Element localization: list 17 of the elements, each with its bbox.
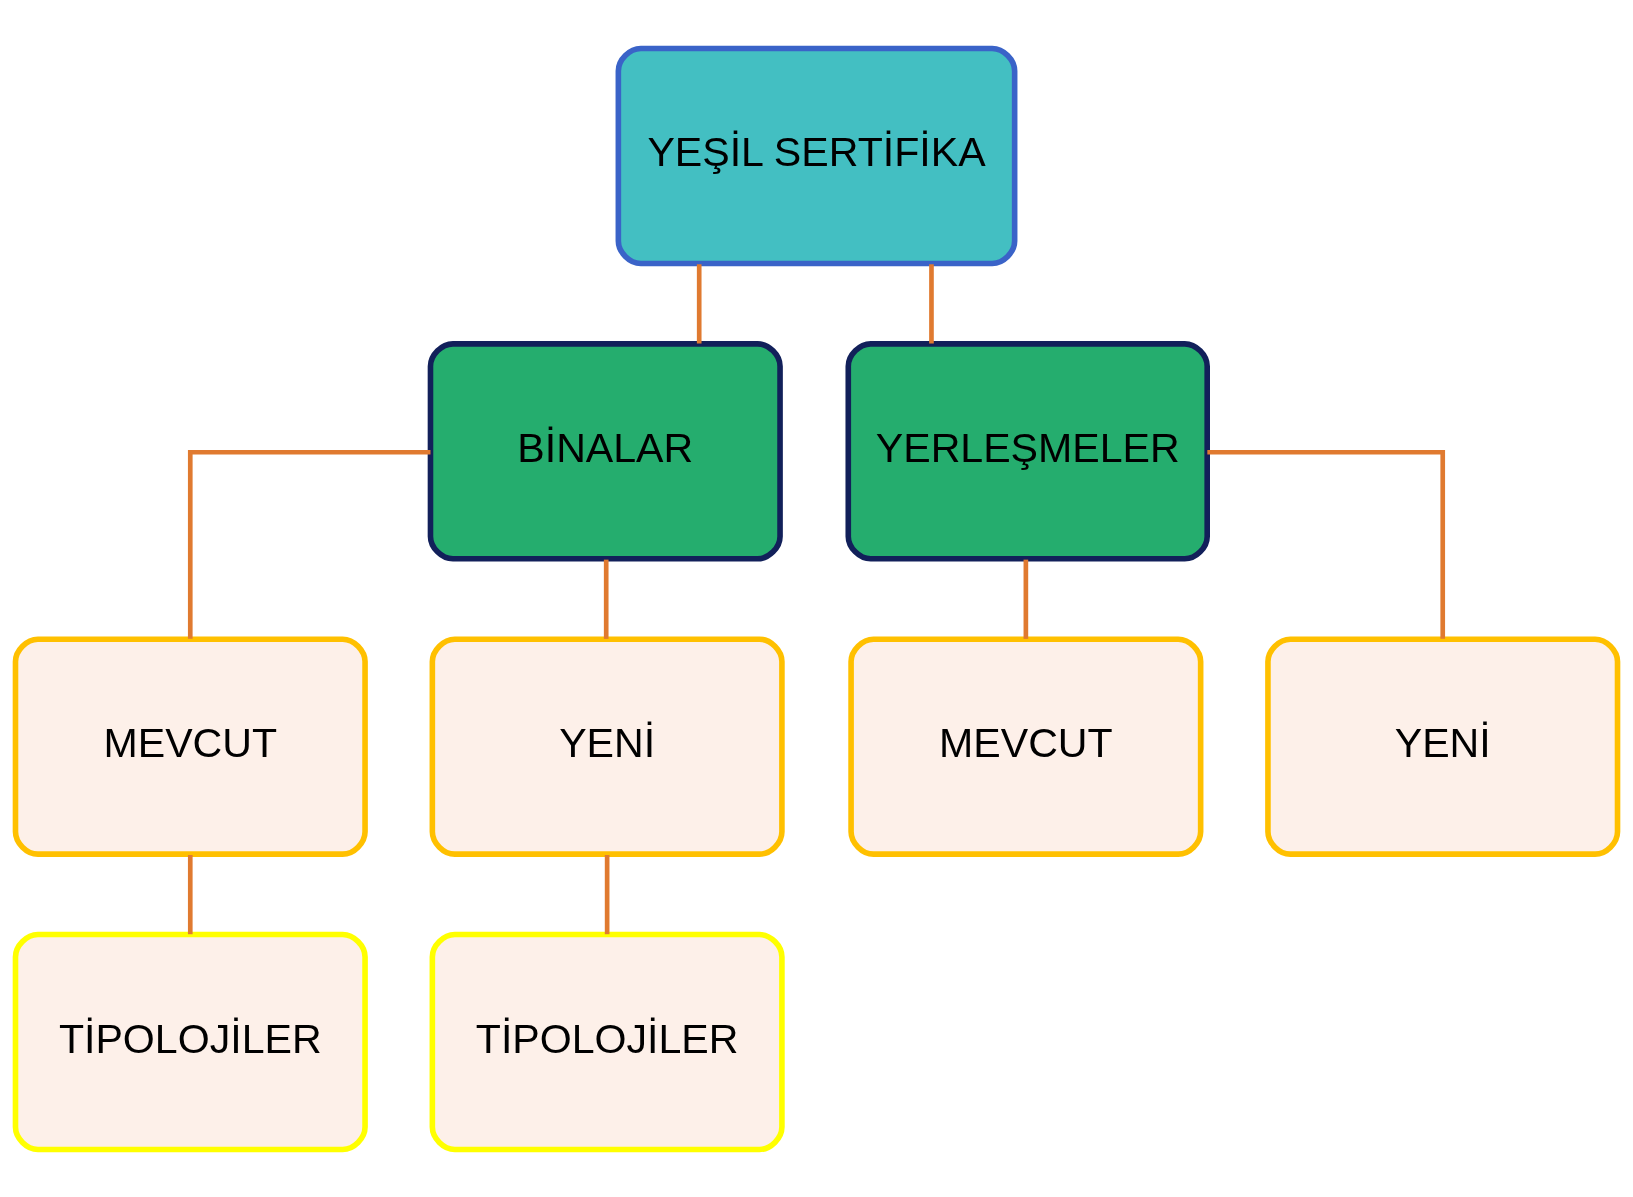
- connector: [1207, 449, 1446, 639]
- node-box: YENİ: [429, 635, 785, 857]
- connector: [696, 263, 702, 343]
- connector: [929, 263, 934, 343]
- connector: [603, 559, 609, 639]
- node-box: MEVCUT: [12, 635, 368, 857]
- node-box: TİPOLOJİLER: [429, 931, 785, 1152]
- connector: [187, 449, 431, 639]
- node-box: MEVCUT: [848, 635, 1204, 857]
- node-box: TİPOLOJİLER: [12, 931, 368, 1152]
- node-box: BİNALAR: [427, 340, 783, 562]
- node-box: YERLEŞMELER: [845, 340, 1210, 562]
- node-box: YEŞİL SERTİFİKA: [615, 45, 1018, 266]
- connector: [187, 854, 193, 934]
- connector: [1023, 559, 1029, 639]
- node-box: YENİ: [1265, 635, 1621, 857]
- connector: [604, 854, 610, 934]
